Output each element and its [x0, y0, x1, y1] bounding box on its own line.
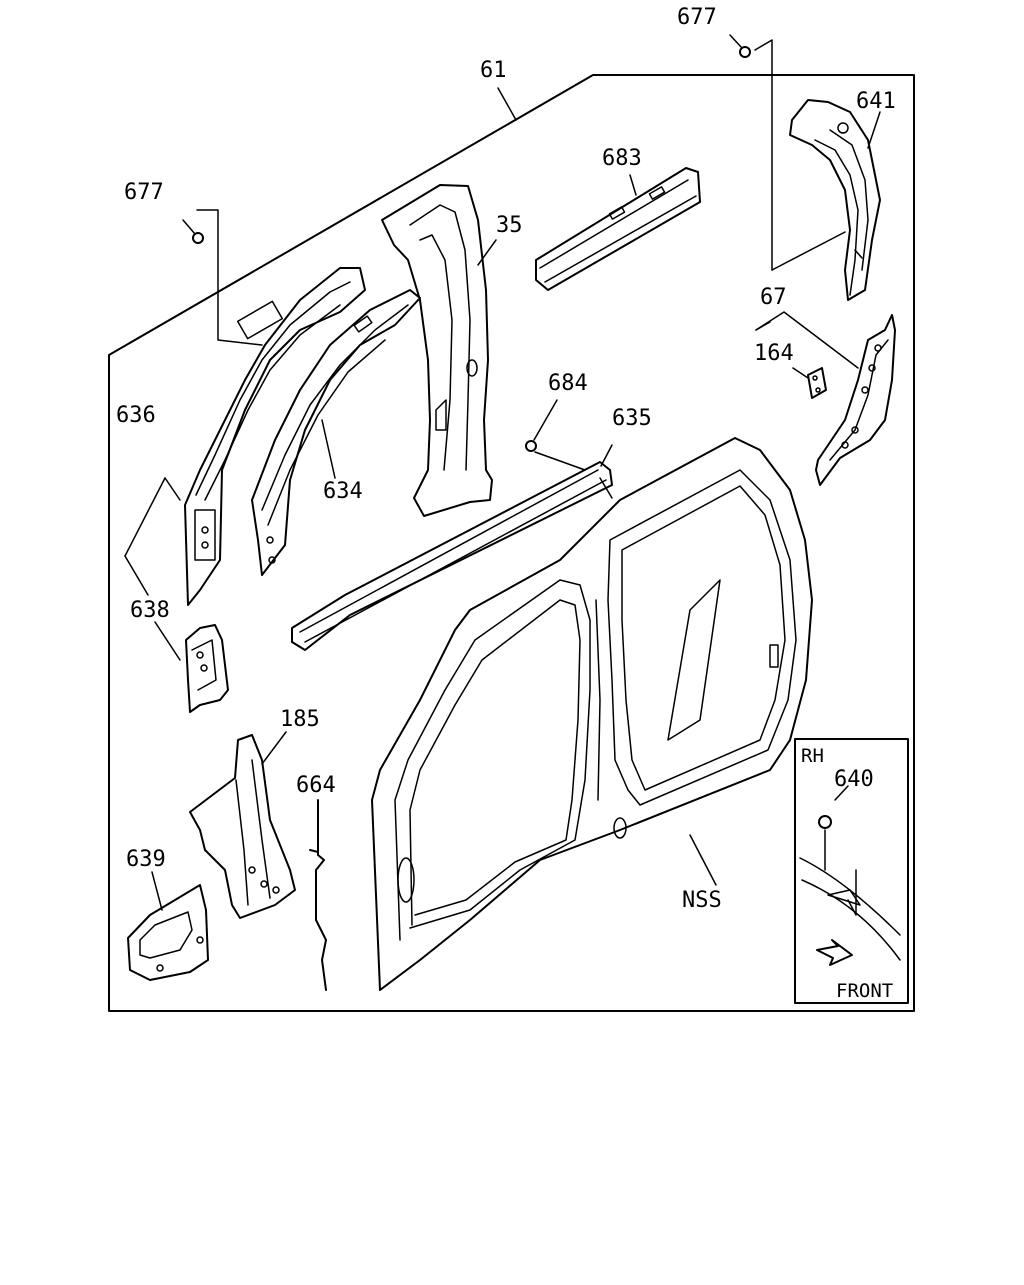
inset-side-label: RH [801, 745, 824, 767]
callout-nss: NSS [682, 888, 722, 913]
callout-683: 683 [602, 146, 642, 171]
part-634 [251, 289, 421, 576]
part-636 [164, 267, 366, 606]
part-639 [127, 871, 209, 981]
callout-164: 164 [754, 341, 794, 366]
callout-636: 636 [116, 403, 156, 428]
callout-635: 635 [612, 406, 652, 431]
part-164 [792, 367, 827, 399]
callout-67: 67 [760, 285, 787, 310]
part-67 [755, 311, 896, 486]
part-35 [381, 184, 497, 517]
part-683 [535, 167, 701, 291]
callout-677-left: 677 [124, 180, 164, 205]
part-638 [124, 477, 229, 713]
callout-61: 61 [480, 58, 507, 83]
inset-rh-box [794, 738, 909, 1004]
callout-634: 634 [323, 479, 363, 504]
part-635 [291, 444, 613, 651]
inset-direction-label: FRONT [836, 980, 893, 1002]
callout-638: 638 [130, 598, 170, 623]
part-677-left [182, 209, 263, 346]
part-641 [789, 99, 881, 301]
callout-35: 35 [496, 213, 523, 238]
part-664 [309, 799, 327, 991]
callout-185: 185 [280, 707, 320, 732]
part-684 [525, 399, 558, 452]
part-185 [189, 731, 296, 919]
callout-640: 640 [834, 767, 874, 792]
part-nss [371, 437, 813, 991]
callout-677-top: 677 [677, 5, 717, 30]
callout-684: 684 [548, 371, 588, 396]
callout-664: 664 [296, 773, 336, 798]
callout-labels: 61 677 641 683 35 677 67 164 684 635 636… [116, 5, 896, 1002]
leader-61 [497, 87, 517, 121]
assembly-frame [108, 74, 915, 1012]
callout-641: 641 [856, 89, 896, 114]
part-677-top [729, 34, 846, 271]
callout-639: 639 [126, 847, 166, 872]
